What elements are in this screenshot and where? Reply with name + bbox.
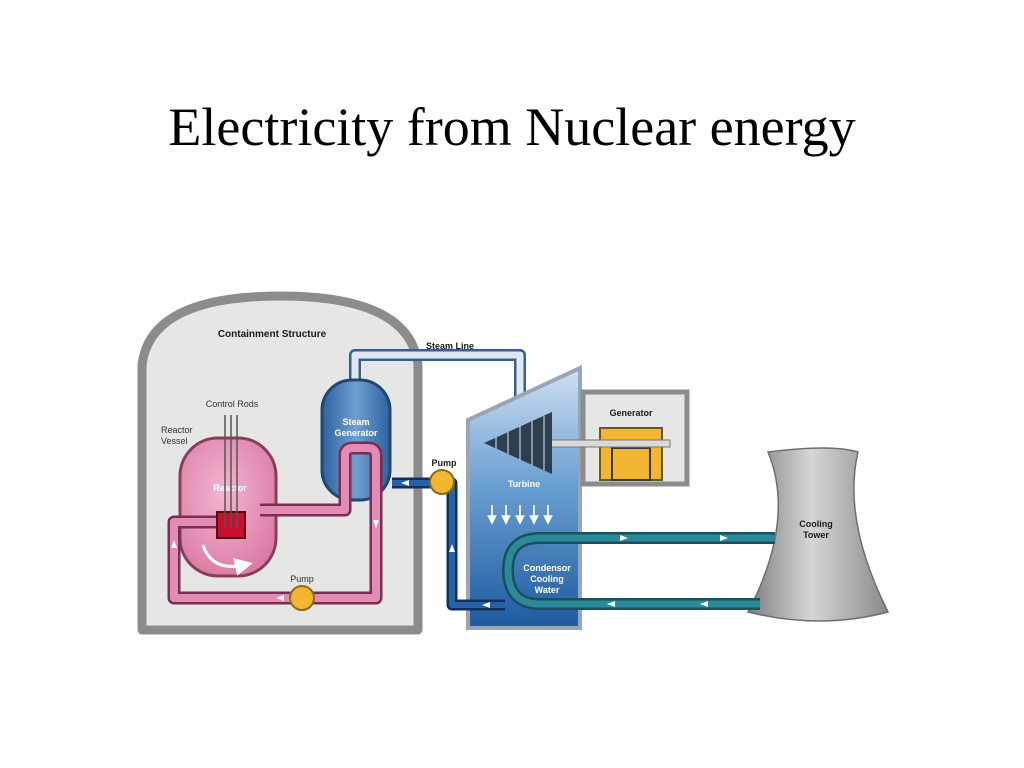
generator-label: Generator: [609, 408, 653, 418]
slide-title: Electricity from Nuclear energy: [168, 97, 856, 157]
pump-bottom-label: Pump: [290, 574, 314, 584]
pump-primary: [289, 585, 315, 611]
primary-flow-arrows: [171, 520, 379, 601]
pump-top-label: Pump: [431, 458, 457, 468]
pump-feedwater: [429, 469, 455, 495]
feedwater-flow-arrows: [401, 480, 490, 608]
condensor-label-2: Cooling: [530, 574, 564, 584]
generator-body: [599, 427, 663, 481]
control-rods-label: Control Rods: [206, 399, 259, 409]
condensor-label-3: Water: [535, 585, 560, 595]
turbine-label: Turbine: [508, 479, 540, 489]
steam-generator-label-1: Steam: [342, 417, 369, 427]
steam-flow-arrows: [487, 505, 553, 525]
steam-line-label: Steam Line: [426, 341, 474, 351]
cooling-flow-arrows: [607, 535, 728, 607]
containment-label: Containment Structure: [218, 329, 327, 340]
control-rods: [224, 415, 238, 528]
reactor-vessel-label-1: Reactor: [161, 425, 193, 435]
cooling-tower-label-1: Cooling: [799, 519, 833, 529]
cooling-tower-label-2: Tower: [803, 530, 829, 540]
condensor-label-1: Condensor: [523, 563, 571, 573]
reactor-vessel-label-2: Vessel: [161, 436, 188, 446]
turbine-blades: [484, 412, 552, 474]
reactor-label: Reactor: [213, 483, 247, 493]
steam-generator-label-2: Generator: [334, 428, 378, 438]
turbine-shaft: [547, 439, 671, 448]
reactor-circulation-arrow: [201, 544, 253, 576]
turbine-housing: [466, 364, 582, 630]
cooling-tower: [746, 447, 890, 622]
